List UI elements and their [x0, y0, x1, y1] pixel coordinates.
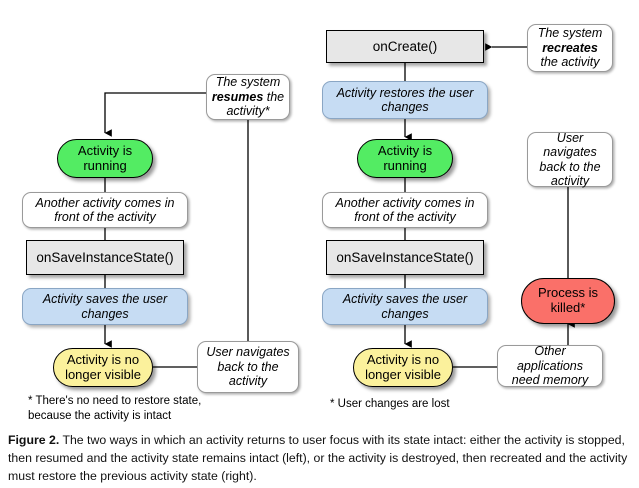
- note-another-activity-left: Another activity comes in front of the a…: [22, 192, 188, 228]
- callback-oncreate: onCreate(): [326, 30, 484, 63]
- figure-caption: Figure 2. The two ways in which an activ…: [8, 432, 628, 486]
- note-system-recreates-text: The system recreates the activity: [537, 26, 603, 70]
- note-user-navigates-back-right: User navigates back to the activity: [527, 130, 613, 188]
- note-activity-saves-changes-right-label: Activity saves the user changes: [342, 292, 468, 321]
- note-another-activity-right: Another activity comes in front of the a…: [322, 192, 488, 228]
- note-system-recreates-activity: The system recreates the activity: [527, 24, 613, 72]
- note-other-applications-need-memory-label: Other applications need memory: [511, 344, 589, 388]
- note-user-navigates-back-left-label: User navigates back to the activity: [206, 345, 290, 389]
- figure-label: Figure 2.: [8, 433, 60, 447]
- line-resumes-to-running: [104, 92, 206, 137]
- callback-onsaveinstancestate-right: onSaveInstanceState(): [326, 240, 484, 275]
- state-activity-running-right-label: Activity is running: [377, 142, 433, 173]
- note-activity-restores-changes: Activity restores the user changes: [322, 81, 488, 119]
- note-activity-saves-changes-right: Activity saves the user changes: [322, 288, 488, 325]
- state-activity-not-visible-right: Activity is no longer visible: [353, 348, 453, 387]
- footnote-right: * User changes are lost: [330, 398, 450, 410]
- note-system-resumes-activity: The system resumes the activity*: [206, 74, 290, 120]
- callback-onsaveinstancestate-left-label: onSaveInstanceState(): [36, 249, 174, 265]
- state-activity-running-left-label: Activity is running: [77, 142, 133, 173]
- figure-caption-text: The two ways in which an activity return…: [8, 433, 628, 483]
- callback-onsaveinstancestate-right-label: onSaveInstanceState(): [336, 249, 474, 265]
- footnote-left: * There's no need to restore state, beca…: [28, 395, 202, 422]
- state-activity-running-right: Activity is running: [357, 139, 453, 178]
- note-activity-restores-changes-label: Activity restores the user changes: [336, 85, 474, 114]
- note-activity-saves-changes-left-label: Activity saves the user changes: [42, 292, 168, 321]
- callback-oncreate-label: onCreate(): [372, 38, 438, 54]
- note-other-applications-need-memory: Other applications need memory: [497, 344, 603, 388]
- state-activity-not-visible-right-label: Activity is no longer visible: [365, 351, 441, 382]
- note-activity-saves-changes-left: Activity saves the user changes: [22, 288, 188, 325]
- callback-onsaveinstancestate-left: onSaveInstanceState(): [26, 240, 184, 275]
- note-another-activity-right-label: Another activity comes in front of the a…: [335, 195, 475, 224]
- activity-lifecycle-diagram: The system resumes the activity* Activit…: [22, 24, 615, 422]
- state-activity-running-left: Activity is running: [57, 139, 153, 178]
- state-process-killed: Process is killed*: [521, 278, 615, 324]
- note-user-navigates-back-left: User navigates back to the activity: [197, 341, 299, 393]
- note-system-resumes-text: The system resumes the activity*: [211, 75, 285, 119]
- note-user-navigates-back-right-label: User navigates back to the activity: [539, 130, 601, 188]
- state-activity-not-visible-left-label: Activity is no longer visible: [65, 351, 141, 382]
- state-activity-not-visible-left: Activity is no longer visible: [53, 348, 153, 387]
- state-process-killed-label: Process is killed*: [538, 285, 598, 315]
- note-another-activity-left-label: Another activity comes in front of the a…: [35, 195, 175, 224]
